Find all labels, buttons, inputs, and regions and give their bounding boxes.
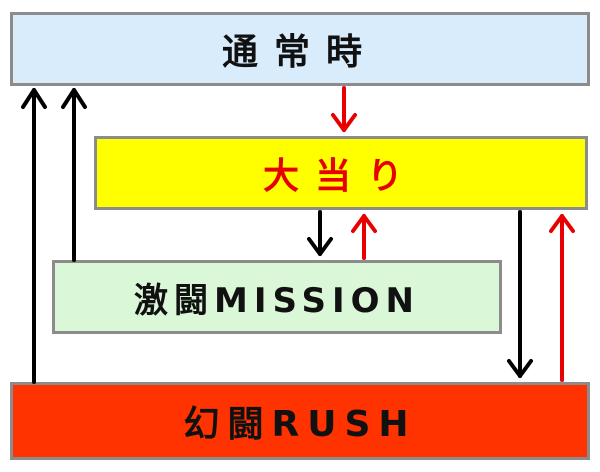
state-mission-label: 激闘MISSION	[134, 280, 420, 321]
state-jackpot-label: 大当り	[262, 156, 419, 197]
state-jackpot-box: 大当り	[94, 136, 588, 210]
arrow-rush-to-jackpot	[549, 214, 575, 382]
arrow-mission-to-jackpot	[351, 214, 377, 260]
arrow-mission-to-normal	[61, 88, 87, 262]
state-rush-box: 幻闘RUSH	[10, 382, 590, 460]
state-normal-label: 通常時	[221, 32, 378, 73]
arrow-jackpot-to-rush	[507, 210, 533, 378]
state-rush-label: 幻闘RUSH	[183, 404, 417, 445]
arrow-normal-to-jackpot	[331, 86, 357, 132]
state-mission-box: 激闘MISSION	[52, 260, 502, 334]
state-normal-box: 通常時	[10, 12, 590, 86]
arrow-jackpot-to-mission	[307, 210, 333, 256]
arrow-rush-to-normal	[21, 88, 47, 384]
